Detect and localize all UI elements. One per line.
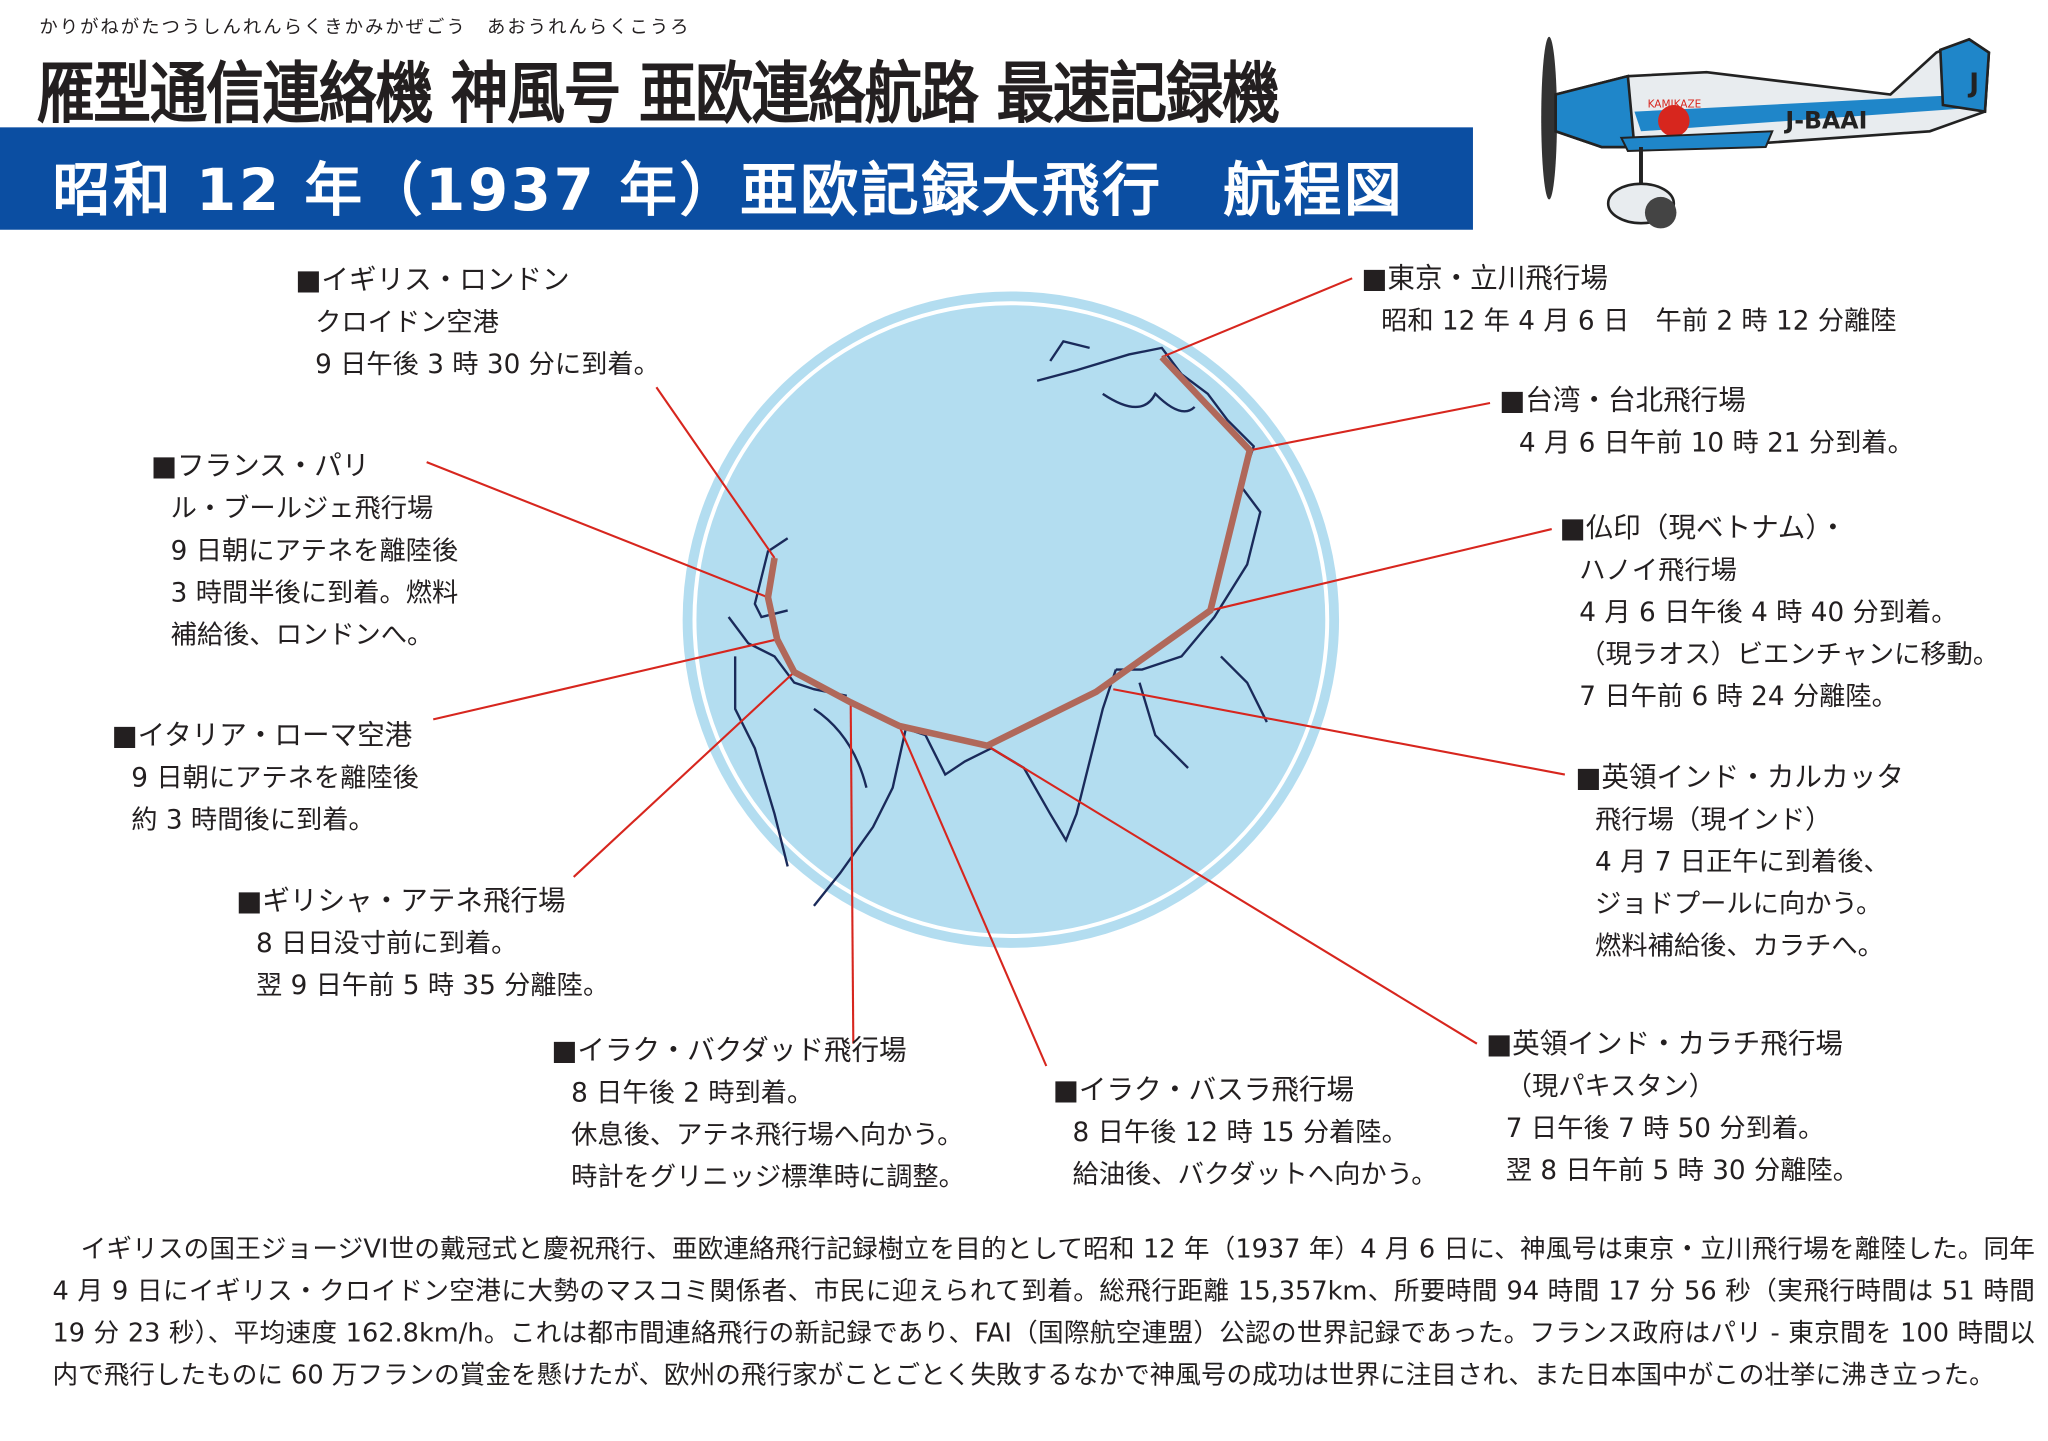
globe-ring (692, 301, 1330, 938)
tail (1938, 37, 1991, 114)
fuselage-stripe (1634, 94, 1976, 132)
description-paragraph: イギリスの国王ジョージVI世の戴冠式と慶祝飛行、亜欧連絡飛行記録樹立を目的として… (52, 1234, 2035, 1391)
plane-registration: J-BAAI (1783, 107, 1867, 135)
kamikaze-plane-illustration: KAMIKAZE J-BAAI J (1541, 36, 1991, 229)
callout-lines (426, 277, 1566, 1067)
wing (1619, 130, 1774, 152)
stop-tokyo: ■東京・立川飛行場昭和 12 年 4 月 6 日 午前 2 時 12 分離陸 (1361, 262, 1897, 337)
propeller (1541, 36, 1557, 200)
plane-name: KAMIKAZE (1648, 99, 1702, 111)
cowling (1554, 74, 1636, 149)
coastlines (727, 339, 1268, 907)
subtitle-band: 昭和 12 年（1937 年）亜欧記録大飛行 航程図 (0, 127, 1473, 230)
flight-route (764, 354, 1254, 749)
rising-sun (1658, 105, 1690, 137)
tail-letter: J (1967, 69, 1979, 99)
stop-karachi: ■英領インド・カラチ飛行場（現パキスタン）7 日午後 7 時 50 分到着。翌 … (1486, 1027, 1859, 1186)
subtitle: 昭和 12 年（1937 年）亜欧記録大飛行 航程図 (52, 157, 1405, 225)
page-title: 雁型通信連絡機 神風号 亜欧連絡航路 最速記録機 (36, 55, 1280, 133)
globe (701, 309, 1321, 930)
stop-calcutta: ■英領インド・カルカッタ飛行場（現インド）4 月 7 日正午に到着後、ジョドプー… (1575, 761, 1904, 961)
title-ruby: かりがねがたつうしんれんらくきかみかぜごう あおうれんらくこうろ (39, 17, 691, 39)
